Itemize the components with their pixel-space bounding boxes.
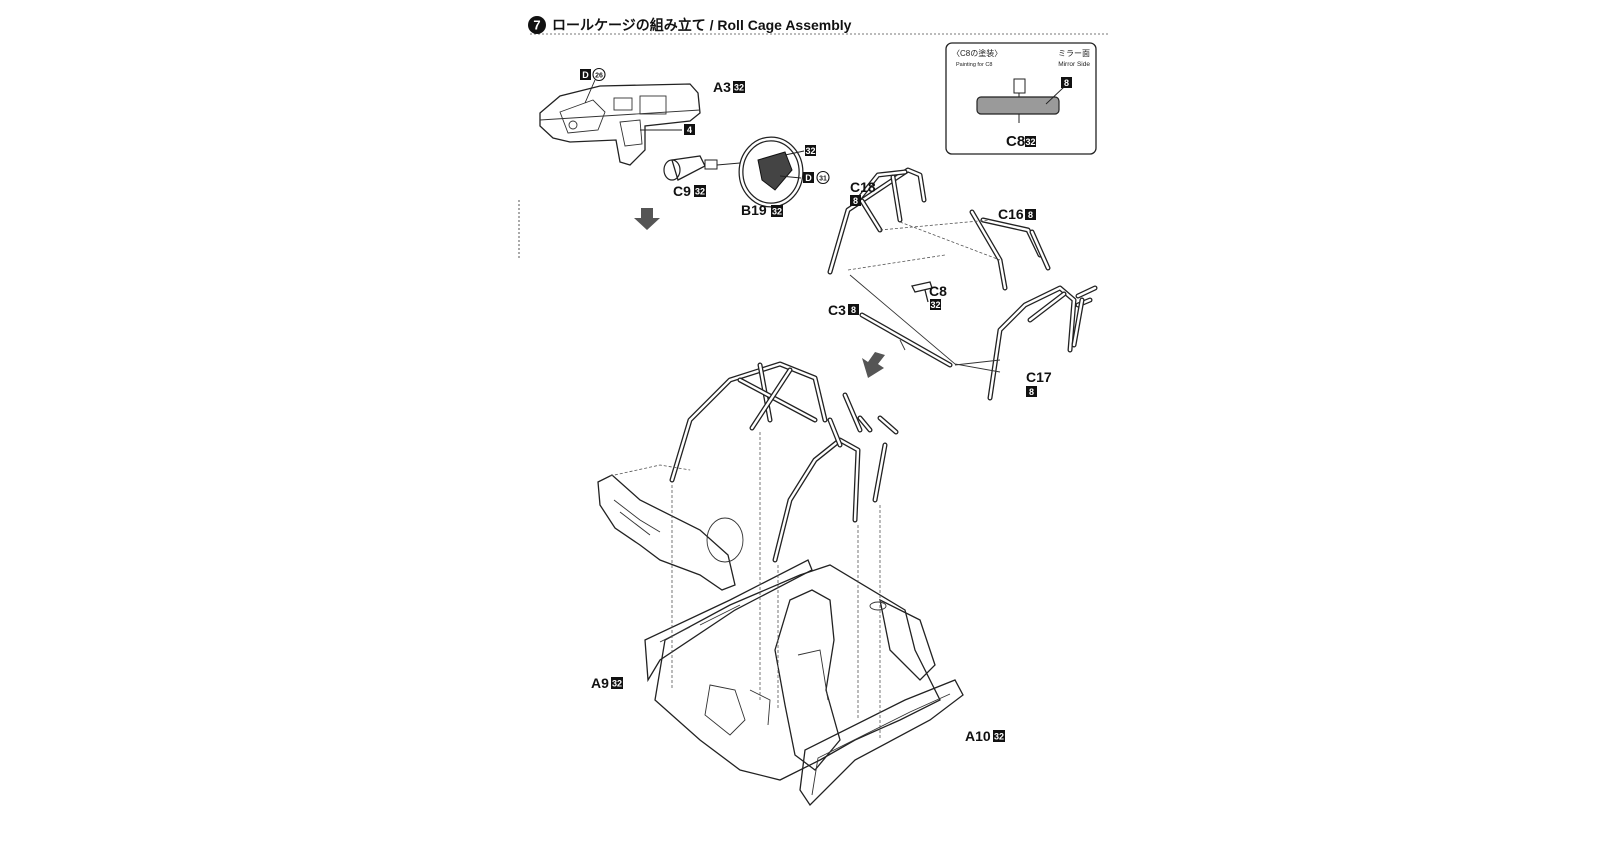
part-label-c3: C3 8 [828,302,859,318]
svg-text:B19: B19 [741,202,767,218]
dashboard-part [539,83,701,166]
svg-text:32: 32 [805,146,815,156]
dash-decal-callout: D 26 [580,67,606,104]
svg-text:A10: A10 [965,728,991,744]
part-label-c17: C17 8 [1026,369,1052,397]
wheel-decal-callout: D 31 [803,170,830,185]
dashboard-assembled [597,464,744,591]
inset-color-code: 8 [1064,78,1069,88]
svg-text:C18: C18 [850,179,876,195]
svg-text:C8: C8 [929,283,947,299]
svg-text:8: 8 [1029,387,1034,397]
svg-text:8: 8 [853,196,858,206]
svg-text:32: 32 [734,83,744,93]
diagonal-arrow-icon [862,352,885,378]
svg-text:D: D [582,70,589,80]
steering-wheel [738,136,805,208]
svg-text:8: 8 [851,305,856,315]
svg-text:A3: A3 [713,79,731,95]
roll-cage-assembled [669,361,899,563]
roll-cage-exploded [827,167,1098,401]
svg-text:32: 32 [612,679,622,689]
part-label-c8: C8 32 [929,283,947,310]
svg-text:32: 32 [695,187,705,197]
step-number-badge [528,16,546,34]
inset-mirror-jp: ミラー面 [1058,49,1090,58]
inset-part-color: 32 [1025,137,1035,147]
svg-text:8: 8 [1028,210,1033,220]
svg-text:A9: A9 [591,675,609,691]
part-c9-drawing [663,155,741,181]
inset-title-jp: 〈C8の塗装〉 [952,48,1002,58]
color-code-box [1061,77,1072,88]
down-arrow-icon [634,208,660,230]
svg-text:C16: C16 [998,206,1024,222]
svg-text:32: 32 [994,732,1004,742]
step-header: 7 ロールケージの組み立て / Roll Cage Assembly [528,16,852,34]
floor-pan [644,559,964,807]
svg-text:4: 4 [687,125,692,135]
svg-text:31: 31 [819,176,827,183]
svg-text:32: 32 [930,300,940,310]
svg-text:C3: C3 [828,302,846,318]
svg-text:C9: C9 [673,183,691,199]
svg-text:32: 32 [772,207,782,217]
inset-painting-c8: 〈C8の塗装〉 Painting for C8 ミラー面 Mirror Side… [945,42,1097,155]
part-label-c16: C16 8 [998,206,1036,222]
assembly-guide-lines [671,432,881,740]
part-label-b19: B19 32 [741,202,783,218]
step-title: ロールケージの組み立て / Roll Cage Assembly [552,17,852,33]
inset-part-label: C8 [1006,133,1025,150]
dash-color-callout: 4 [640,124,695,135]
svg-text:D: D [805,173,812,183]
part-label-a3: A3 32 [713,79,745,95]
wheel-color-callout: 32 [805,145,816,156]
step-number: 7 [533,18,540,33]
part-label-c9: C9 32 [673,183,706,199]
part-label-a9: A9 32 [591,675,623,691]
part-label-a10: A10 32 [965,728,1005,744]
mirror-surface [976,96,1060,115]
mirror-mount [1013,78,1026,94]
inset-mirror-en: Mirror Side [1058,61,1090,68]
part-label-c18: C18 8 [850,179,876,206]
inset-title-en: Painting for C8 [956,62,992,68]
svg-text:26: 26 [595,73,603,80]
svg-text:C17: C17 [1026,369,1052,385]
